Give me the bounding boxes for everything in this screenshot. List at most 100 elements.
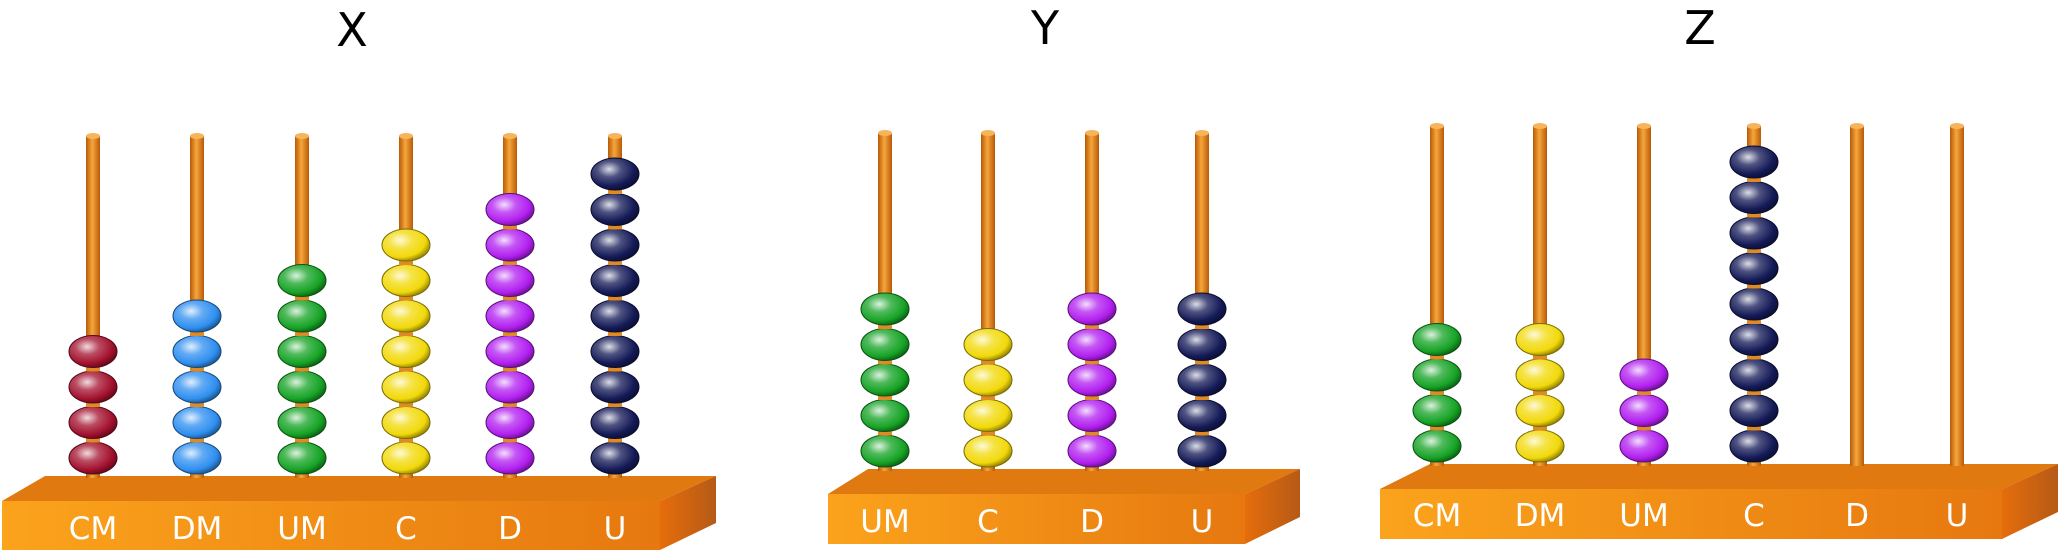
rod-z-c: C [1729, 123, 1779, 534]
bead [1067, 363, 1117, 397]
abacus-z: Z CM DM UM C [1380, 1, 2058, 539]
bead [963, 399, 1013, 432]
bead [172, 335, 222, 368]
bead [1619, 394, 1669, 427]
bead [172, 406, 222, 439]
bead [860, 328, 910, 361]
bead-spacer [608, 438, 622, 443]
rod-cap [399, 133, 413, 139]
bead [277, 264, 327, 297]
bead [277, 441, 327, 475]
rod-label-d: D [1080, 504, 1104, 540]
bead [68, 335, 118, 368]
bead-spacer [295, 367, 309, 372]
abacus-base-top-y [828, 469, 1300, 494]
abacus-title-z: Z [1684, 1, 1716, 55]
bead-spacer [1747, 320, 1761, 324]
bead-spacer [1085, 325, 1099, 329]
bead [68, 370, 118, 404]
bead [1515, 358, 1565, 392]
rod-cap [503, 133, 517, 139]
abacus-title-y: Y [1030, 1, 1060, 55]
rod-label-um: UM [860, 504, 909, 540]
bead [381, 299, 431, 333]
bead [1412, 429, 1462, 463]
rod-x-um: UM [277, 133, 327, 547]
rod-cap [1637, 123, 1651, 129]
bead-spacer [608, 296, 622, 301]
bead [277, 299, 327, 333]
bead [1515, 429, 1565, 463]
rod-x-dm: DM [172, 133, 222, 547]
rods-x: CM DM UM C D [68, 133, 640, 547]
bead-spacer [86, 403, 100, 407]
bead [1177, 434, 1227, 468]
rod-cap [878, 130, 892, 136]
rod-label-u: U [1191, 504, 1214, 540]
bead [277, 406, 327, 439]
bead [1729, 252, 1779, 285]
bead [590, 157, 640, 191]
bead-spacer [608, 190, 622, 194]
rod-y-u: U [1177, 130, 1227, 540]
bead-spacer [1533, 355, 1547, 360]
bead-stack [1412, 323, 1462, 463]
bead-spacer [981, 431, 995, 436]
bead-spacer [399, 438, 413, 443]
rod-label-cm: CM [1413, 498, 1461, 534]
bead-spacer [1430, 391, 1444, 395]
bead-stack [1515, 323, 1565, 463]
bead [1729, 287, 1779, 321]
bead [590, 370, 640, 404]
rod-label-dm: DM [1515, 498, 1566, 534]
bead [1729, 216, 1779, 250]
bead-stack [1067, 292, 1117, 468]
abacus-base-side-z [2002, 464, 2058, 539]
abacus-base-front-y [828, 494, 1245, 544]
bead [860, 363, 910, 397]
bead-spacer [1430, 355, 1444, 360]
bead [590, 193, 640, 226]
bead [1729, 358, 1779, 392]
rod-cap [86, 133, 100, 139]
bead-stack [172, 299, 222, 475]
bead-spacer [1195, 360, 1209, 365]
bead-spacer [608, 332, 622, 336]
rod-cap [608, 133, 622, 139]
bead [172, 370, 222, 404]
rod-x-cm: CM [68, 133, 118, 547]
bead [1412, 394, 1462, 427]
bead-spacer [1533, 426, 1547, 431]
bead [68, 441, 118, 475]
abacus-base-top-x [2, 476, 716, 501]
bead-stack [1619, 358, 1669, 463]
bead [381, 228, 431, 262]
bead-spacer [86, 438, 100, 443]
bead [381, 441, 431, 475]
rod-x-d: D [485, 133, 535, 547]
bead [381, 264, 431, 297]
bead-spacer [1747, 426, 1761, 431]
bead-spacer [503, 225, 517, 230]
rod-label-c: C [1743, 498, 1765, 534]
bead [1412, 358, 1462, 392]
bead-spacer [190, 403, 204, 407]
abacus-base-side-x [660, 476, 716, 550]
bead-spacer [399, 296, 413, 301]
bead-spacer [399, 367, 413, 372]
bead-stack [590, 157, 640, 475]
rod-label-c: C [977, 504, 999, 540]
rod-label-u: U [1946, 498, 1969, 534]
bead [172, 299, 222, 333]
bead-stack [485, 193, 535, 475]
rod-label-cm: CM [69, 511, 117, 547]
bead [1067, 328, 1117, 361]
rod-z-d: D [1845, 123, 1869, 534]
bead-spacer [608, 261, 622, 265]
rod-y-c: C [963, 130, 1013, 540]
bead [963, 363, 1013, 397]
bead-spacer [295, 332, 309, 336]
bead [1729, 323, 1779, 356]
bead-spacer [1085, 431, 1099, 436]
bead [381, 406, 431, 439]
